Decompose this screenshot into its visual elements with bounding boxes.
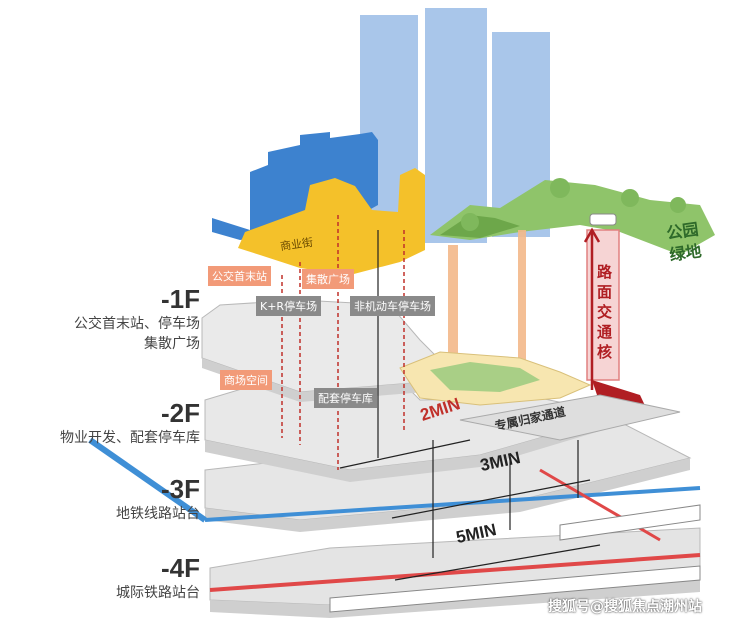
car-icon	[589, 213, 617, 226]
vertical-flow-arrows	[281, 215, 405, 470]
slab-minus-3f-side	[205, 458, 690, 532]
tag-plaza: 集散广场	[302, 269, 354, 289]
park-green-dark	[440, 215, 520, 238]
arrow-head	[583, 227, 601, 243]
floor-code: -1F	[161, 284, 200, 314]
column	[448, 245, 458, 360]
rail-lines	[88, 437, 701, 613]
floor-desc-line: 公交首末站、停车场	[74, 316, 200, 332]
sunken-garden-green	[430, 362, 540, 392]
floor-label-minus-2f: -2F 物业开发、配套停车库	[0, 398, 200, 448]
floor-code: -4F	[161, 553, 200, 583]
park-green-canopy	[430, 180, 715, 255]
floor-label-minus-1f: -1F 公交首末站、停车场 集散广场	[0, 284, 200, 354]
tag-nonmotor-parking: 非机动车停车场	[350, 296, 435, 316]
floor-desc-line: 城际铁路站台	[116, 585, 200, 601]
vertical-dimension-lines	[377, 230, 579, 558]
intercity-line	[209, 553, 701, 592]
floor-desc-line: 地铁线路站台	[116, 506, 200, 522]
tag-park-green: 公园绿地	[665, 219, 703, 265]
tag-garage: 配套停车库	[314, 388, 377, 408]
park-area	[430, 178, 715, 255]
metro-line-track	[204, 486, 701, 522]
floor-desc-line: 集散广场	[144, 336, 200, 352]
floor-label-minus-3f: -3F 地铁线路站台	[0, 474, 200, 524]
walk-arrow-3min	[391, 479, 591, 519]
tree	[621, 189, 639, 207]
slab-minus-2f-side	[205, 415, 620, 482]
floor-code: -2F	[161, 398, 200, 428]
tag-bus-terminal: 公交首末站	[208, 266, 271, 286]
floor-label-minus-4f: -4F 城际铁路站台	[0, 553, 200, 603]
tag-mall-space: 商场空间	[220, 370, 272, 390]
column	[518, 230, 526, 360]
tree	[670, 197, 686, 213]
watermark: 搜狐号@搜狐焦点潮州站	[548, 599, 702, 615]
floor-desc-line: 物业开发、配套停车库	[60, 430, 200, 446]
road-transfer-arrow	[583, 227, 601, 390]
train	[559, 504, 701, 541]
tree	[461, 213, 479, 231]
exclusive-passage-slab	[459, 394, 681, 441]
tower-middle	[425, 8, 487, 243]
tree	[550, 178, 570, 198]
towers	[360, 8, 550, 243]
walking-time-arrows	[339, 439, 601, 581]
metro-line	[88, 437, 207, 523]
train	[329, 565, 701, 613]
support-columns	[448, 230, 526, 360]
walk-arrow-5min	[394, 544, 601, 581]
walk-arrow-2min	[339, 439, 471, 469]
floor-code: -3F	[161, 474, 200, 504]
tag-kr-parking: K+R停车场	[256, 296, 322, 316]
tag-road-transfer: 路面交通核	[597, 263, 613, 361]
